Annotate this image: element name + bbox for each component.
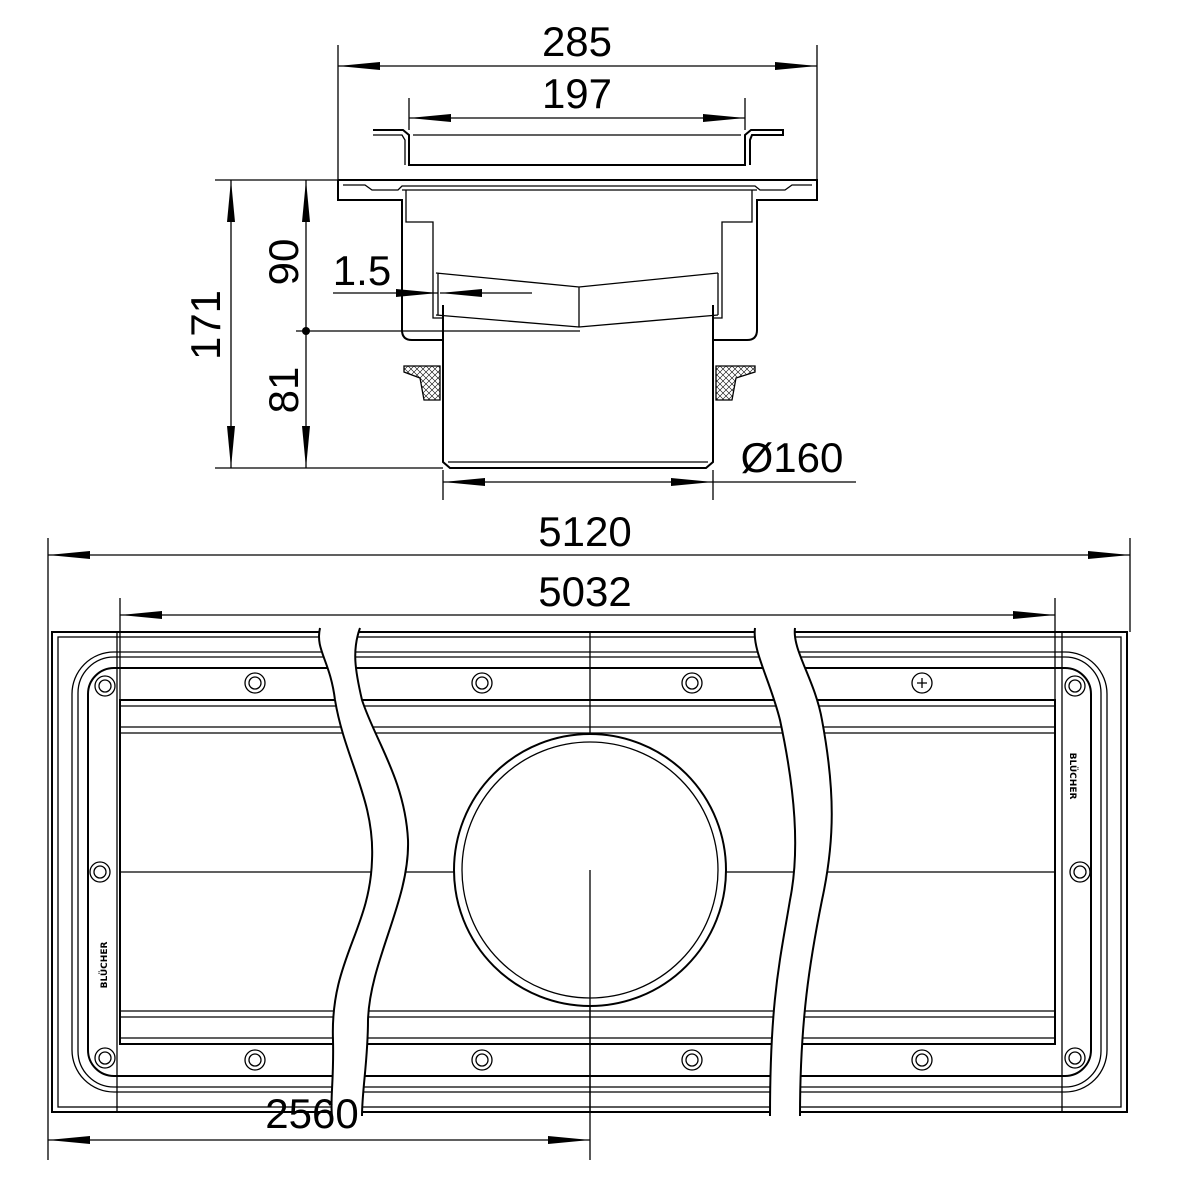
- dim-label-285: 285: [542, 18, 612, 65]
- drain-body: [337, 179, 818, 469]
- dimension-2560: 2560: [48, 1090, 590, 1144]
- dim-label-160: Ø160: [741, 434, 844, 481]
- hole: [244, 672, 266, 694]
- break-line-left: [318, 627, 410, 1117]
- dimension-90-81: 90 81: [260, 180, 580, 468]
- grate: [373, 129, 784, 166]
- dim-label-2560: 2560: [265, 1090, 358, 1137]
- plan-view: 5120 5032: [47, 508, 1131, 1160]
- hole-cross: [911, 672, 933, 694]
- dim-label-81: 81: [260, 367, 307, 414]
- dimension-1-5: 1.5: [333, 247, 532, 297]
- logo-text-right: BLÜCHER: [1067, 753, 1078, 800]
- dim-label-171: 171: [182, 290, 229, 360]
- hole: [94, 1047, 116, 1069]
- dim-label-90: 90: [260, 239, 307, 286]
- screw-holes: [89, 672, 1091, 1071]
- dimension-285: 285: [337, 18, 818, 180]
- dimension-171: 171: [182, 179, 443, 469]
- dim-label-5120: 5120: [538, 508, 631, 555]
- hole: [681, 1049, 703, 1071]
- dimension-5032: 5032: [119, 568, 1056, 700]
- hole: [244, 1049, 266, 1071]
- seal-ring-left: [403, 365, 441, 401]
- dimension-5120: 5120: [47, 508, 1131, 1160]
- break-line-right: [753, 627, 833, 1117]
- dim-label-5032: 5032: [538, 568, 631, 615]
- hole: [94, 675, 116, 697]
- dim-label-1-5: 1.5: [333, 247, 391, 294]
- section-view: 285 197: [182, 18, 856, 500]
- hole: [1069, 861, 1091, 883]
- hole: [471, 672, 493, 694]
- hole: [89, 861, 111, 883]
- logo-text-left: BLÜCHER: [99, 942, 110, 989]
- dimension-197: 197: [408, 70, 746, 130]
- seal-ring-right: [715, 365, 756, 401]
- hole: [681, 672, 703, 694]
- outlet-circle: [453, 733, 727, 1112]
- hole: [471, 1049, 493, 1071]
- hole: [1064, 675, 1086, 697]
- dimension-diameter-160: Ø160: [442, 434, 856, 500]
- dim-label-197: 197: [542, 70, 612, 117]
- hole: [911, 1049, 933, 1071]
- hole: [1064, 1047, 1086, 1069]
